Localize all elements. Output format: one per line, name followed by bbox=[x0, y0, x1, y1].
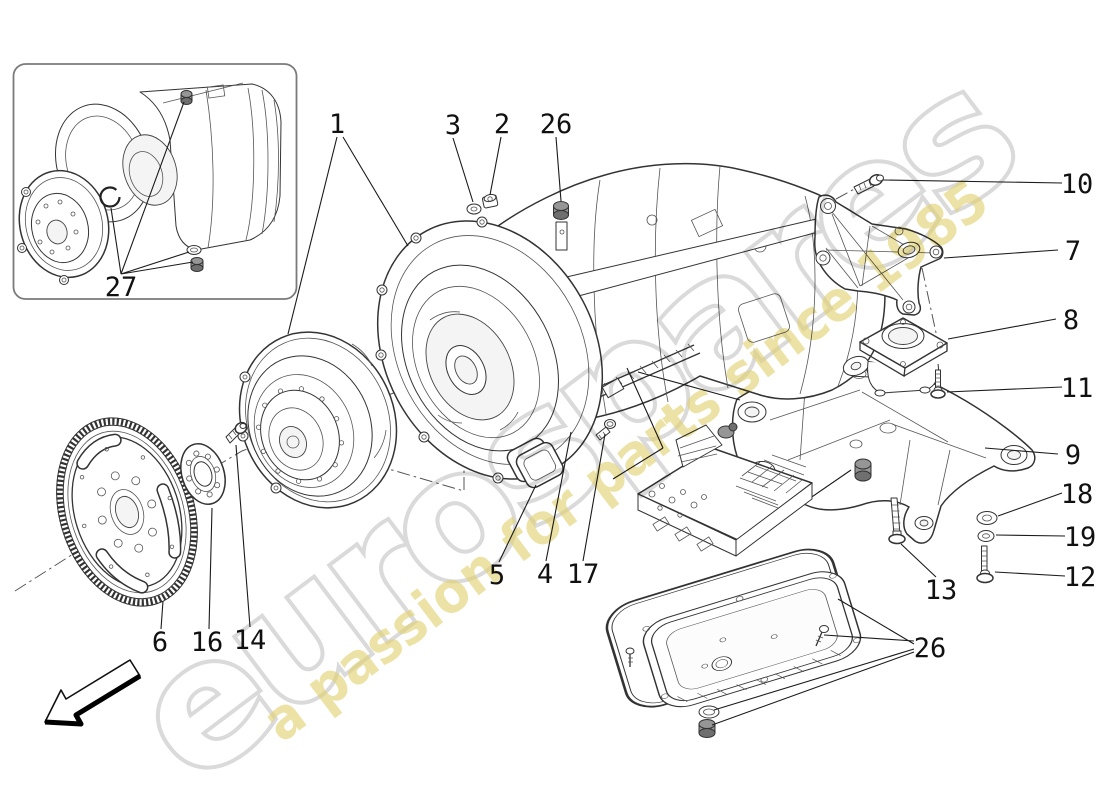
callout-label-6: 6 bbox=[152, 627, 168, 658]
filter-plug-drawing bbox=[854, 458, 872, 482]
callout-label-19: 19 bbox=[1064, 522, 1097, 553]
direction-arrow bbox=[44, 659, 142, 727]
callout-label-9: 9 bbox=[1065, 440, 1081, 471]
valve-body-hatch bbox=[735, 454, 807, 509]
bell-flange-tabs bbox=[375, 216, 504, 484]
leader-line-2 bbox=[489, 136, 502, 196]
torque-converter-drawing bbox=[237, 331, 398, 509]
leader-line-14 bbox=[235, 444, 251, 628]
centerline-mount-upper bbox=[921, 267, 939, 343]
leader-line-4 bbox=[545, 431, 572, 562]
flywheel-drawing bbox=[56, 417, 198, 607]
callout-label-5: 5 bbox=[489, 560, 505, 591]
leader-line-11 bbox=[946, 386, 1063, 393]
leader-line-10 bbox=[882, 179, 1063, 184]
callout-label-13: 13 bbox=[925, 575, 958, 606]
callout-label-3: 3 bbox=[445, 110, 461, 141]
valve-body-drawing bbox=[637, 422, 852, 557]
washer-3-drawing bbox=[466, 203, 482, 215]
callout-label-10: 10 bbox=[1061, 169, 1094, 200]
engine-mount-drawing bbox=[859, 317, 948, 397]
callout-labels: 1 3 2 26 10 7 8 11 9 18 19 12 13 6 16 14… bbox=[105, 109, 1097, 664]
leader-line-1 bbox=[287, 136, 409, 335]
leader-line-26-top bbox=[555, 136, 562, 202]
callout-label-4: 4 bbox=[537, 559, 553, 590]
callout-label-27: 27 bbox=[105, 272, 138, 303]
flywheel-slots bbox=[76, 433, 182, 594]
flywheel-bolt-holes bbox=[79, 447, 175, 577]
valve-body-solenoids bbox=[648, 483, 714, 552]
bolt-12-drawing bbox=[976, 545, 994, 584]
gearbox-bracket-drawing bbox=[814, 194, 944, 316]
washer-18-drawing bbox=[976, 511, 998, 525]
callout-label-1: 1 bbox=[329, 109, 345, 140]
bracket-bolt-drawing bbox=[853, 174, 884, 195]
leader-line-17 bbox=[582, 433, 606, 562]
callout-label-26-top: 26 bbox=[540, 109, 573, 140]
oil-pan-drawing bbox=[642, 571, 862, 708]
rear-screw-drawing bbox=[595, 419, 616, 441]
torque-converter-bolt-circle bbox=[255, 386, 345, 484]
strut-post bbox=[555, 221, 568, 251]
leader-line-19 bbox=[995, 534, 1066, 537]
callout-label-17: 17 bbox=[567, 559, 600, 590]
valve-body-locator-lines bbox=[612, 367, 741, 480]
screw-13-drawing bbox=[888, 497, 906, 545]
mount-bolt-drawing bbox=[930, 369, 946, 399]
leader-line-16 bbox=[208, 507, 213, 630]
leader-line-26-bottom bbox=[711, 598, 915, 726]
leader-line-6 bbox=[160, 600, 164, 630]
leader-line-12 bbox=[994, 571, 1066, 577]
callout-label-2: 2 bbox=[494, 109, 510, 140]
pan-drain-plug-drawing bbox=[698, 719, 716, 738]
leader-line-13 bbox=[900, 543, 937, 578]
leader-line-8 bbox=[947, 318, 1057, 340]
callout-label-11: 11 bbox=[1061, 373, 1094, 404]
washer-19-drawing bbox=[977, 530, 995, 542]
callout-label-26-bottom: 26 bbox=[914, 633, 947, 664]
leader-line-7 bbox=[943, 249, 1059, 259]
inset-top-plug-drawing bbox=[180, 90, 193, 105]
leader-line-5 bbox=[498, 484, 537, 563]
callout-label-16: 16 bbox=[191, 627, 224, 658]
callout-label-7: 7 bbox=[1065, 236, 1081, 267]
callout-label-18: 18 bbox=[1061, 479, 1094, 510]
leader-line-3 bbox=[452, 137, 474, 203]
inset-snap-ring-drawing bbox=[99, 186, 121, 208]
inset-torque-converter-drawing bbox=[17, 169, 110, 285]
leader-line-9 bbox=[984, 447, 1059, 455]
valve-body-funnel bbox=[675, 422, 738, 468]
callout-label-14: 14 bbox=[234, 625, 267, 656]
nut-2-drawing bbox=[481, 193, 499, 209]
inset-panel bbox=[12, 63, 298, 300]
callout-label-12: 12 bbox=[1064, 562, 1097, 593]
leader-lines bbox=[160, 136, 1066, 726]
pan-screw-left-drawing bbox=[625, 647, 635, 667]
bell-housing-drawing bbox=[375, 216, 604, 484]
spacer-plate-drawing bbox=[180, 443, 226, 505]
callout-label-8: 8 bbox=[1063, 305, 1079, 336]
leader-line-27 bbox=[110, 101, 194, 275]
inset-seal-drawing bbox=[186, 245, 202, 255]
inset-plug-drawing bbox=[190, 257, 204, 272]
breather-plug-drawing bbox=[553, 201, 569, 220]
oil-pan-group bbox=[605, 548, 862, 708]
damper-pad-drawing bbox=[506, 437, 564, 489]
flywheel-bolt-drawing bbox=[225, 421, 248, 444]
pan-seal-ring-drawing bbox=[698, 705, 720, 719]
leader-line-18 bbox=[997, 492, 1063, 517]
pan-screw-right-drawing bbox=[815, 625, 829, 647]
